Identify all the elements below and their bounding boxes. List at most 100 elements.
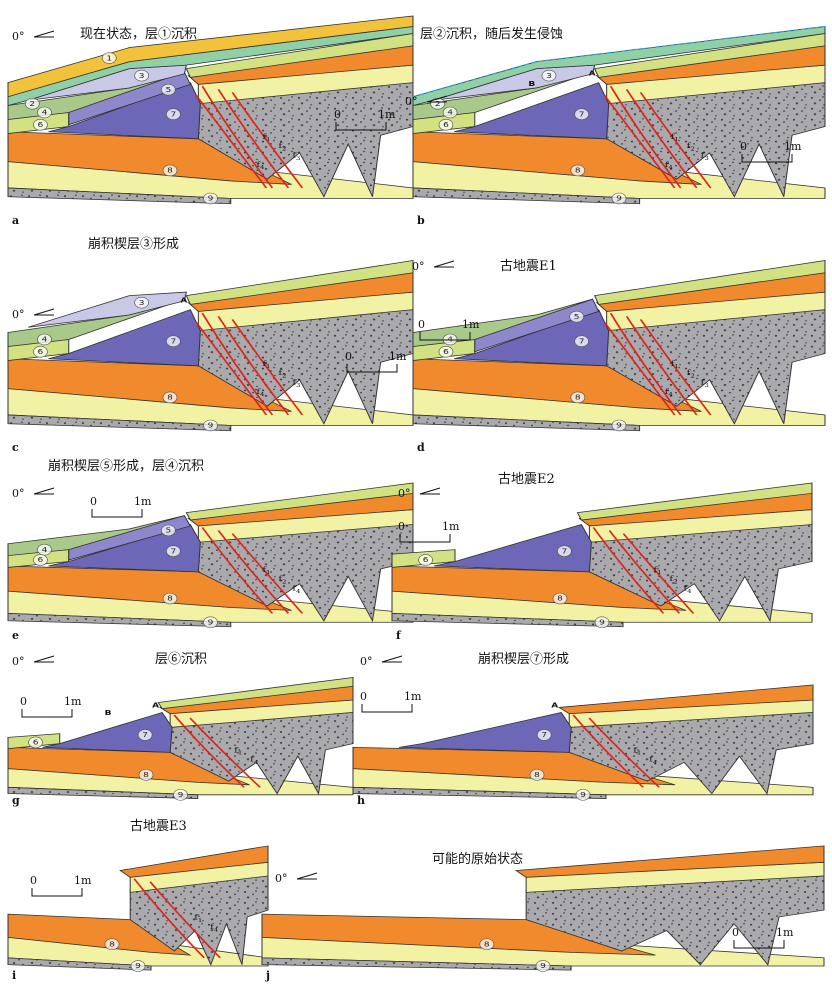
a-footwall-layer-6	[185, 33, 414, 78]
j-layer-9-label: 9	[540, 962, 546, 970]
f-layer-6-label: 6	[423, 556, 429, 564]
e-footwall-layer-6	[185, 482, 414, 521]
panel-c-title: 崩积楔层③形成	[88, 237, 179, 252]
a-layer-1	[7, 15, 414, 98]
a-layer-1-label: 1	[106, 54, 112, 62]
g-fault-label-0: f1	[234, 746, 242, 756]
d-layer-9-label: 9	[616, 422, 622, 430]
a-fault-label-0: f1	[262, 133, 270, 143]
a-dotted-contact	[7, 161, 231, 182]
panel-d-label: d	[417, 441, 425, 454]
a-layer-7-label: 7	[170, 110, 176, 118]
c-layer-7-label: 7	[170, 337, 176, 345]
panel-j-title: 可能的原始状态	[432, 851, 523, 867]
i-layer-8	[7, 913, 192, 956]
panel-b-scale-label: 1m	[784, 140, 802, 153]
panel-d-title: 古地震E1	[500, 259, 557, 274]
e-fault-label-2: f4	[292, 585, 300, 595]
h-footwall-gravel	[568, 712, 814, 795]
b-fault-label-0: f1	[671, 133, 679, 143]
b-layer-3-label: 3	[546, 72, 552, 80]
b-fault-f2	[625, 88, 698, 189]
g-layer-8-badge	[138, 769, 154, 781]
a-layer-9-badge	[203, 192, 218, 205]
panel-e-angle-line	[33, 487, 55, 495]
panel-b-angle-line	[426, 95, 448, 103]
b-layer-8-label: 8	[575, 166, 581, 174]
b-layer-6-label: 6	[443, 121, 449, 129]
b-erosion-line	[412, 25, 826, 98]
panel-g-angle-line	[33, 655, 55, 663]
f-fault-f2	[608, 530, 681, 614]
e-fault-label-1: f2	[278, 575, 286, 585]
b-fault-f3	[639, 92, 712, 189]
h-mark-A: A	[551, 701, 559, 709]
panel-a-angle-line	[33, 30, 55, 38]
panel-b-title: 层②沉积，随后发生侵蚀	[420, 26, 563, 42]
b-dotted-contact	[412, 161, 640, 182]
j-layer-8	[261, 913, 656, 956]
b-layer-2-badge	[430, 97, 446, 110]
f-layer-6-badge	[418, 554, 433, 566]
g-gravel-base	[7, 786, 199, 799]
panel-g-scale-zero: 0	[20, 695, 27, 708]
e-layer-5-label: 5	[165, 526, 171, 534]
panel-e-scale-bar	[91, 509, 143, 518]
f-layer-9-label: 9	[599, 618, 605, 626]
c-footwall-layer-6	[185, 260, 414, 305]
c-layer-6-label: 6	[38, 348, 44, 356]
b-layer-7-badge	[574, 108, 589, 120]
panel-c-label: c	[12, 441, 19, 454]
b-layer-7	[454, 82, 610, 140]
i-dotted-contact	[7, 937, 152, 953]
panel-a-label: a	[12, 214, 19, 227]
panel-j-scale-zero: 0	[732, 926, 739, 939]
panel-a-angle: 0°	[12, 30, 25, 43]
e-layer-9-badge	[203, 616, 218, 629]
b-fault-label-3: f4	[665, 161, 673, 171]
d-footwall-gravel	[606, 309, 826, 425]
b-footwall-gravel	[606, 82, 826, 198]
panel-c-angle-line	[33, 308, 55, 316]
panel-a-scale-zero: 0	[334, 108, 341, 121]
j-gravel-base	[261, 957, 572, 971]
panel-c-scale-label: 1m	[389, 350, 407, 363]
j-layer-9-badge	[535, 960, 551, 972]
d-layer-4-badge	[442, 333, 458, 346]
g-fault-f1	[173, 714, 245, 788]
f-layer-7-label: 7	[562, 547, 568, 555]
c-fault-label-0: f1	[262, 360, 270, 370]
panel-d-angle-line	[433, 260, 455, 268]
d-fault-f3	[639, 319, 712, 416]
c-fault-f4	[195, 322, 268, 416]
d-layer-5-label: 5	[574, 313, 580, 321]
panel-f-scale-label: 1m	[442, 520, 460, 533]
panel-c-angle: 0°	[12, 308, 25, 321]
b-fault-f1	[609, 85, 682, 189]
d-layer-9-badge	[611, 419, 627, 432]
panel-b-scale-bar	[741, 154, 793, 163]
panel-j-scale-label: 1m	[776, 926, 794, 939]
a-fault-f1	[201, 85, 274, 189]
panel-i-label: i	[12, 969, 16, 982]
b-mark-B: B	[528, 80, 535, 88]
h-layer-7-badge	[536, 729, 552, 741]
i-layer-9-label: 9	[135, 962, 141, 970]
f-layer-7-badge	[557, 545, 572, 557]
panel-g-scale-label: 1m	[64, 695, 82, 708]
g-mark-A: A	[152, 701, 160, 709]
panel-j-label: j	[265, 969, 270, 982]
h-fault-f1	[572, 714, 644, 788]
a-layer-3-badge	[134, 69, 149, 82]
h-fault-f4	[588, 717, 660, 788]
e-layer-4-label: 4	[42, 546, 48, 554]
panel-e-scale-zero: 0	[90, 495, 97, 508]
a-layer-6-badge	[33, 119, 48, 131]
c-fault-f2	[217, 315, 290, 416]
